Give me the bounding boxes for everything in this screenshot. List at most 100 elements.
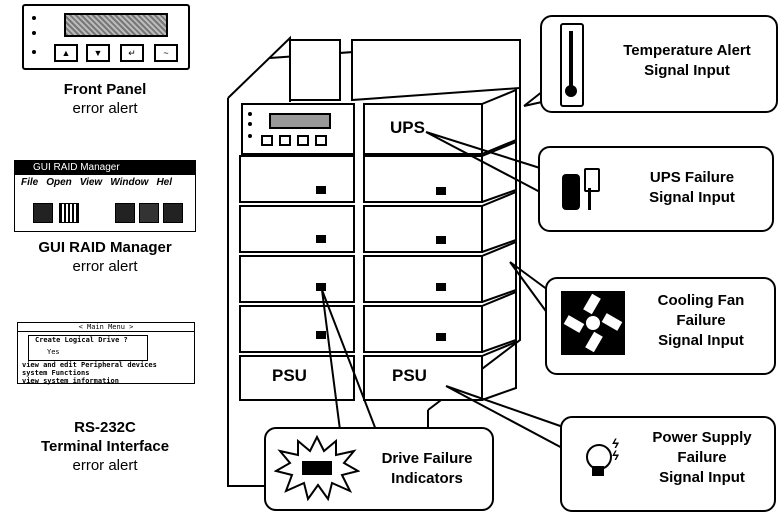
menu-help: Hel [156, 177, 173, 188]
front-panel-led [32, 16, 36, 20]
terminal-subtitle: error alert [72, 457, 138, 474]
gui-menu-bar: File Open View Window Hel [21, 177, 193, 191]
toolbar-icon [139, 203, 159, 223]
power-connector [445, 385, 567, 451]
ups-line1: UPS Failure [649, 169, 735, 186]
fan-callout: Cooling Fan Failure Signal Input [545, 277, 776, 375]
ups-text: UPS Failure Signal Input [614, 168, 770, 208]
fan-connector [509, 261, 549, 315]
drive-bay [363, 205, 483, 253]
power-line1: Power Supply [652, 429, 752, 446]
front-panel-device: ▲ ▼ ↵ ~ [22, 4, 190, 70]
toolbar-icon [33, 203, 53, 223]
fan-text: Cooling Fan Failure Signal Input [631, 291, 771, 351]
psu-left-label: PSU [272, 366, 307, 385]
ups-callout: UPS Failure Signal Input [538, 146, 774, 232]
drive-led [316, 235, 326, 243]
front-panel-lcd [64, 13, 168, 37]
drive-line1: Drive Failure [381, 450, 473, 467]
drive-bay [363, 255, 483, 303]
front-panel-caption: Front Panel error alert [10, 80, 200, 118]
front-panel-title: Front Panel [63, 81, 147, 98]
terminal-line: view system information [22, 377, 119, 385]
toolbar-icon [59, 203, 79, 223]
front-panel-subtitle: error alert [72, 100, 138, 117]
gui-manager-caption: GUI RAID Manager error alert [0, 238, 210, 276]
power-line3: Signal Input [659, 469, 745, 486]
terminal-caption: RS-232C Terminal Interface error alert [0, 418, 210, 475]
fan-icon [561, 291, 625, 355]
toolbar-icon [163, 203, 183, 223]
gui-manager-subtitle: error alert [72, 258, 138, 275]
top-box-right [351, 39, 521, 102]
temperature-callout: Temperature Alert Signal Input [540, 15, 778, 113]
gui-window-titlebar: GUI RAID Manager [15, 161, 195, 175]
terminal-dialog-field: Yes [47, 348, 60, 356]
terminal-header: < Main Menu > [18, 323, 194, 332]
ups-label: UPS [390, 118, 425, 137]
drive-callout: Drive Failure Indicators [264, 427, 494, 511]
terminal-line: view and edit Peripheral devices [22, 361, 157, 369]
psu-right-label: PSU [392, 366, 427, 385]
mini-key [261, 135, 273, 146]
drive-bay [363, 305, 483, 353]
terminal-dialog: Create Logical Drive ? Yes [28, 335, 148, 361]
starburst-icon [274, 435, 360, 501]
drive-led [436, 236, 446, 244]
gui-window: GUI RAID Manager File Open View Window H… [14, 160, 196, 232]
terminal-title: RS-232C [74, 419, 136, 436]
gui-manager-title: GUI RAID Manager [38, 239, 172, 256]
terminal-line: system Functions [22, 369, 90, 377]
drive-led [436, 333, 446, 341]
enter-button-icon: ↵ [120, 44, 144, 62]
toolbar-icon [115, 203, 135, 223]
front-panel-led [32, 31, 36, 35]
drive-led [436, 187, 446, 195]
fan-line1: Cooling Fan [657, 292, 745, 309]
drive-bay [239, 205, 355, 253]
drive-text: Drive Failure Indicators [364, 449, 490, 489]
ups-connector [425, 131, 541, 193]
menu-window: Window [110, 177, 149, 188]
drive-connector [321, 289, 377, 431]
ups-line2: Signal Input [649, 189, 735, 206]
mini-key [279, 135, 291, 146]
drive-bay [363, 155, 483, 203]
thermometer-icon [560, 23, 584, 107]
drive-led [316, 186, 326, 194]
battery-plug-icon [562, 168, 602, 214]
mini-key [297, 135, 309, 146]
menu-file: File [21, 177, 39, 188]
mini-lcd [269, 113, 331, 129]
lightbulb-base-icon [592, 466, 604, 476]
esc-button-icon: ~ [154, 44, 178, 62]
ups-module [363, 103, 483, 155]
drive-bay [239, 305, 355, 353]
menu-open: Open [46, 177, 72, 188]
fan-line3: Signal Input [658, 332, 744, 349]
down-button-icon: ▼ [86, 44, 110, 62]
front-panel-led [32, 50, 36, 54]
drive-led [316, 283, 326, 291]
drive-line2: Indicators [391, 470, 463, 487]
up-button-icon: ▲ [54, 44, 78, 62]
fan-line2: Failure [676, 312, 726, 329]
terminal-screen: < Main Menu > Create Logical Drive ? Yes… [17, 322, 195, 385]
mini-key [315, 135, 327, 146]
temperature-line2: Signal Input [644, 62, 730, 79]
terminal-dialog-title: Create Logical Drive ? [35, 336, 128, 344]
drive-bay [239, 155, 355, 203]
drive-led [316, 331, 326, 339]
drive-led [436, 283, 446, 291]
drive-bay [239, 255, 355, 303]
temperature-line1: Temperature Alert [623, 42, 751, 59]
top-box-left [289, 39, 341, 101]
power-text: Power Supply Failure Signal Input [632, 428, 772, 488]
terminal-title-2: Terminal Interface [40, 438, 170, 455]
temperature-text: Temperature Alert Signal Input [602, 41, 772, 81]
gui-window-title: GUI RAID Manager [33, 162, 120, 173]
menu-view: View [79, 177, 103, 188]
